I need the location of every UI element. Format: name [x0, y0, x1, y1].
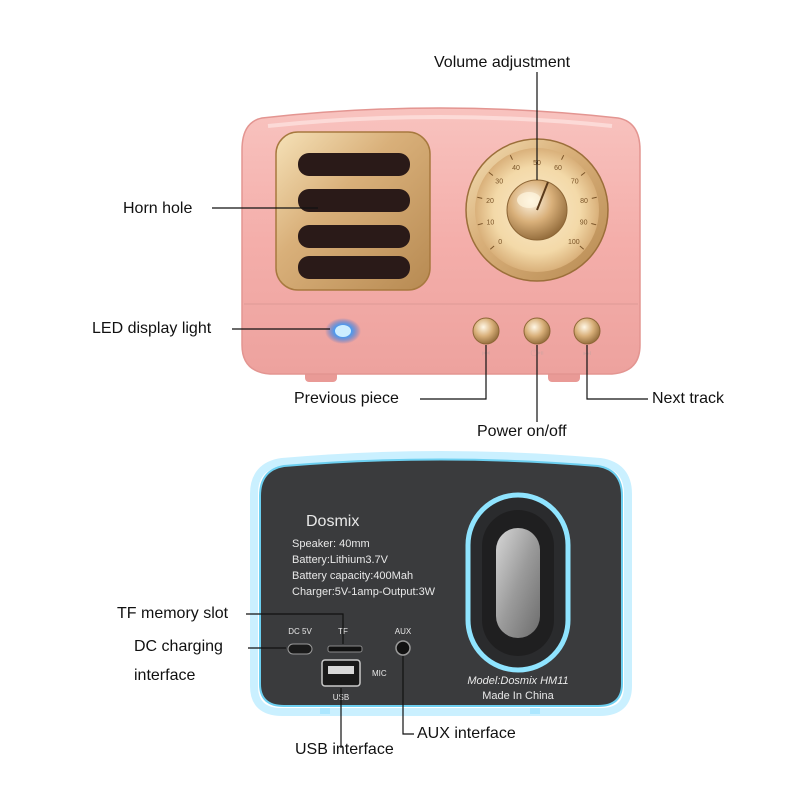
- spec-line: Battery:Lithium3.7V: [292, 554, 389, 566]
- dial-tick: [580, 172, 586, 176]
- dial-scale-number: 70: [571, 178, 579, 185]
- grille-slot: [298, 189, 410, 212]
- callout-dc-charging-line1: DC charging: [134, 638, 223, 655]
- made-in-text: Made In China: [482, 690, 554, 702]
- dial-tick: [477, 196, 483, 199]
- grille-slot: [298, 153, 410, 176]
- button-cap: [472, 317, 500, 345]
- dial-scale-number: 0: [498, 239, 502, 246]
- callout-previous-piece: Previous piece: [294, 390, 399, 407]
- speaker-back: Dosmix Speaker: 40mm Battery:Lithium3.7V…: [250, 451, 632, 716]
- callout-volume-adjustment: Volume adjustment: [434, 54, 571, 71]
- spec-line: Battery capacity:400Mah: [292, 570, 413, 582]
- body-highlight: [267, 115, 613, 128]
- back-callout-lines: [246, 613, 414, 748]
- dial-scale-number: 30: [495, 178, 503, 185]
- horn-grille: [275, 131, 431, 291]
- button-cap: [523, 317, 551, 345]
- dial-scale-number: 80: [580, 198, 588, 205]
- dial-tick: [488, 172, 494, 176]
- previous-leader: [420, 345, 487, 400]
- grille-slot: [298, 225, 410, 248]
- front-callout-lines: [212, 72, 648, 422]
- callout-usb-interface: USB interface: [295, 741, 394, 758]
- spec-line: Charger:5V-1amp-Output:3W: [292, 586, 436, 598]
- dial-scale-number: 40: [512, 165, 520, 172]
- callout-aux-interface: AUX interface: [417, 725, 516, 742]
- usb-mic-label: MIC: [372, 669, 387, 678]
- dial-scale-number: 90: [580, 220, 588, 227]
- dial-needle: [536, 181, 549, 211]
- callout-dc-charging-line2: interface: [134, 667, 196, 684]
- brand-name: Dosmix: [306, 513, 359, 530]
- passive-radiator: [465, 492, 571, 673]
- dc-port[interactable]: [287, 643, 313, 655]
- dial-tick: [591, 196, 597, 199]
- led-core: [335, 325, 351, 337]
- dial-scale-number: 20: [486, 198, 494, 205]
- callout-tf-memory-slot: TF memory slot: [117, 605, 229, 622]
- back-foot: [530, 708, 540, 714]
- model-text: Model:Dosmix HM11: [467, 675, 568, 687]
- dial-scale-number: 60: [554, 165, 562, 172]
- led-light: [325, 318, 361, 344]
- dc-port-label: DC 5V: [288, 627, 312, 636]
- dial-scale-number: 100: [568, 239, 580, 246]
- dial-tick: [579, 245, 585, 250]
- dial-tick: [509, 154, 513, 160]
- back-glow: [250, 451, 632, 716]
- spec-line: Speaker: 40mm: [292, 538, 370, 550]
- dial-tick: [477, 223, 483, 226]
- dial-tick: [489, 245, 495, 250]
- dial-tick: [591, 223, 597, 226]
- tf-leader: [246, 613, 344, 644]
- callout-power: Power on/off: [477, 423, 567, 440]
- dial-tick: [561, 154, 565, 160]
- next-leader: [586, 345, 648, 400]
- grille-slot: [298, 256, 410, 279]
- callout-led-display-light: LED display light: [92, 320, 212, 337]
- tf-slot[interactable]: [327, 645, 363, 653]
- aux-leader: [402, 656, 414, 735]
- radiator-cone: [496, 528, 540, 638]
- back-foot: [320, 708, 330, 714]
- knob-shine: [517, 192, 541, 208]
- aux-port-label: AUX: [395, 627, 412, 636]
- callout-next-track: Next track: [652, 390, 725, 407]
- dial-scale-number: 10: [487, 220, 495, 227]
- aux-port[interactable]: [395, 640, 411, 656]
- button-cap: [573, 317, 601, 345]
- callout-horn-hole: Horn hole: [123, 200, 193, 217]
- usb-tongue: [328, 666, 354, 674]
